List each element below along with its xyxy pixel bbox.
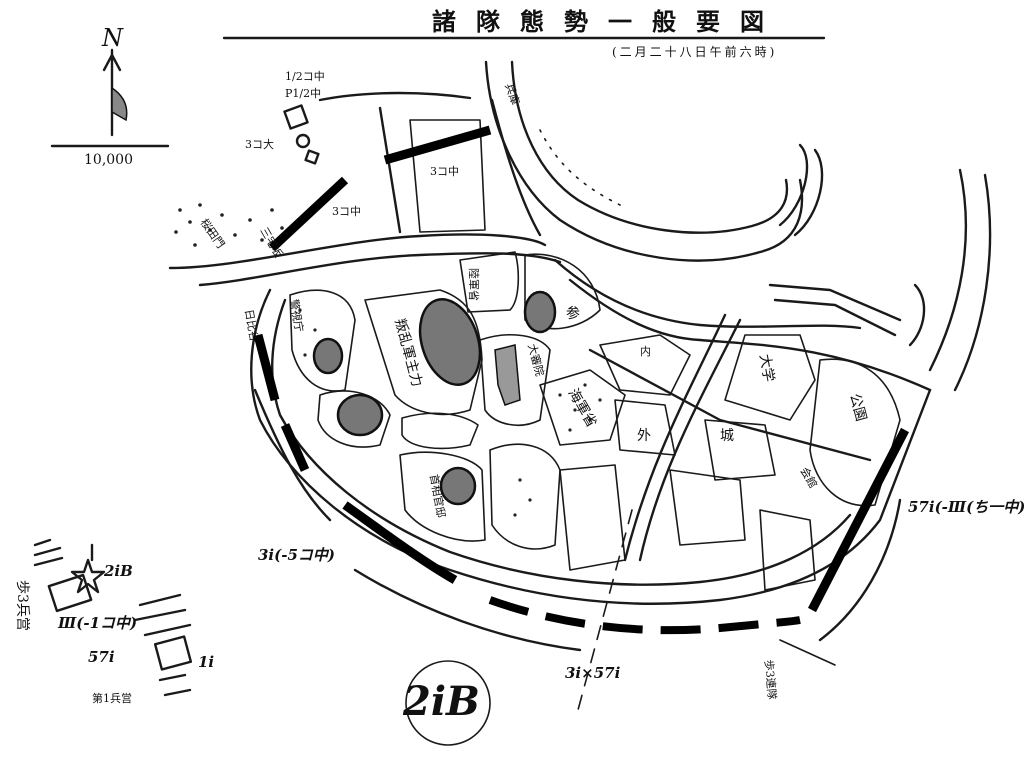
unit-3-1: Ⅲ(-1コ中) (57, 614, 137, 632)
unit-3i: 3i(-5コ中) (258, 546, 335, 564)
barracks-box-2 (153, 635, 193, 671)
label-shiro: 城 (720, 428, 734, 444)
occupied-building-army-ministry (523, 290, 557, 334)
hatched-structure (494, 344, 521, 406)
unit-3i57i: 3i×57i (565, 664, 621, 682)
hatched-barracks (33, 538, 192, 697)
label-gaimusho: 外 (637, 428, 651, 444)
scale-label: 10,000 (84, 152, 133, 168)
occupied-building-keishicho (312, 337, 344, 375)
building-1-2co (283, 104, 309, 130)
building-circle (295, 133, 311, 149)
troop-line-west-2 (280, 423, 310, 472)
troop-line-south (342, 501, 458, 584)
unit-57i-left: 57i (88, 648, 115, 666)
label-sanbo: 参 (566, 305, 580, 322)
label-rikugunsho: 陸軍省 (467, 268, 480, 301)
label-naimusho: 内 (640, 344, 651, 358)
label-hyogo: 兵庫 (502, 81, 523, 106)
troop-line-south-dashed (488, 596, 801, 635)
occupied-building-left (336, 393, 384, 437)
label-3co-a: 3コ中 (430, 165, 459, 178)
unit-57i-right: 57i(-Ⅲ(ち一中)) (908, 498, 1024, 516)
label-keishicho: 警視庁 (287, 298, 307, 333)
label-3co-b: 3コ中 (332, 205, 361, 218)
unit-2ib-big: 2iB (402, 678, 480, 725)
unit-star-icon (70, 558, 106, 594)
map-title: 諸隊態勢一般要図 (432, 7, 784, 36)
label-top-1-2co: 1/2コ中 (285, 70, 325, 83)
label-kaigunsho: 海軍省 (565, 386, 600, 430)
troop-line-north-1 (383, 125, 492, 165)
map-subtitle: (二月二十八日午前六時) (612, 44, 777, 59)
unit-1i: 1i (198, 653, 214, 671)
label-daigaku: 大学 (756, 353, 777, 383)
occupied-building-shusho (439, 466, 477, 506)
label-sakurada: 桜田門 (198, 216, 228, 251)
main-road-north (168, 233, 547, 270)
label-left-bottom: 第1兵営 (92, 691, 132, 705)
label-3co-large: 3コ大 (245, 137, 274, 151)
north-arrow-icon: N (101, 24, 128, 137)
label-p-1-2: P1/2中 (285, 87, 321, 100)
occupied-building-main (418, 298, 482, 386)
troop-line-north-2 (268, 176, 349, 252)
moat-inner (510, 60, 789, 234)
central-district-outline (250, 288, 932, 605)
label-left-vertical: 歩3兵営 (14, 580, 30, 631)
label-kaikan: 会館 (797, 465, 820, 491)
svg-text:N: N (101, 24, 124, 52)
unit-2ib-circle (405, 660, 491, 746)
stippled-woods (174, 203, 602, 517)
troop-line-east (808, 427, 909, 613)
unit-2ib-small: 2iB (103, 562, 133, 580)
label-hibiya: 日比谷 (242, 308, 261, 343)
moat-outer (484, 60, 804, 262)
barracks-box-1 (47, 573, 93, 613)
label-daishinin: 大審院 (525, 342, 547, 377)
label-dotted-right: 歩3連隊 (762, 659, 779, 700)
label-koen: 公園 (846, 392, 869, 423)
troop-line-west (253, 333, 280, 402)
